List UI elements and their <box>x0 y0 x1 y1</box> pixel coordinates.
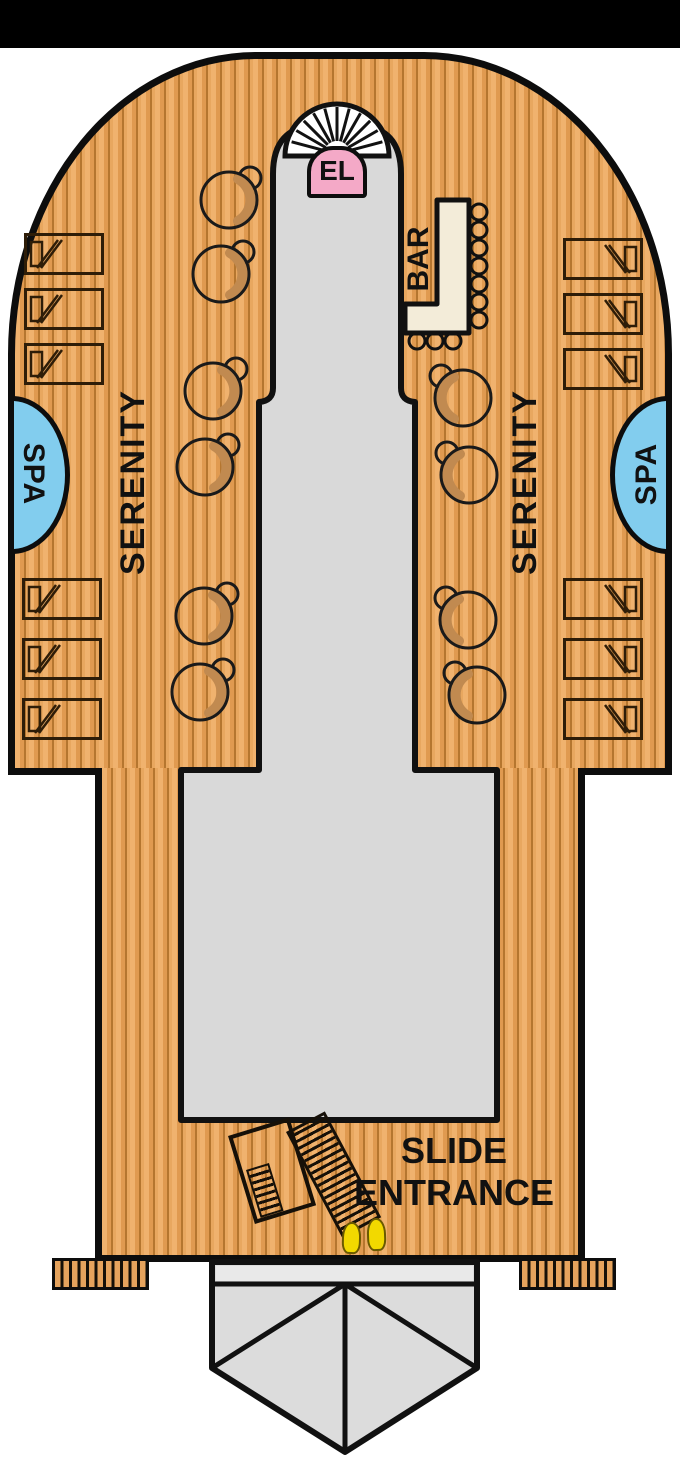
top-border-bar <box>0 0 680 48</box>
spa-port <box>14 394 72 560</box>
sponson-icon <box>52 1258 149 1290</box>
footprints-icon <box>341 1221 362 1255</box>
spa-starboard <box>608 394 666 560</box>
footprints-icon <box>366 1217 387 1252</box>
sponson-icon <box>519 1258 616 1290</box>
bow-icon <box>209 1259 480 1455</box>
serenity-label-starboard: SERENITY <box>506 388 544 576</box>
slide-entrance-line1: SLIDE <box>400 1130 507 1171</box>
elevator-badge: EL <box>307 146 367 198</box>
slide-entrance-line2: ENTRANCE <box>353 1172 554 1213</box>
spa-label-starboard: SPA <box>630 442 663 506</box>
slide-entrance-label: SLIDE ENTRANCE <box>352 1130 556 1214</box>
bar-label: BAR <box>402 226 435 292</box>
spa-label-port: SPA <box>17 442 50 506</box>
serenity-label-port: SERENITY <box>114 388 152 576</box>
